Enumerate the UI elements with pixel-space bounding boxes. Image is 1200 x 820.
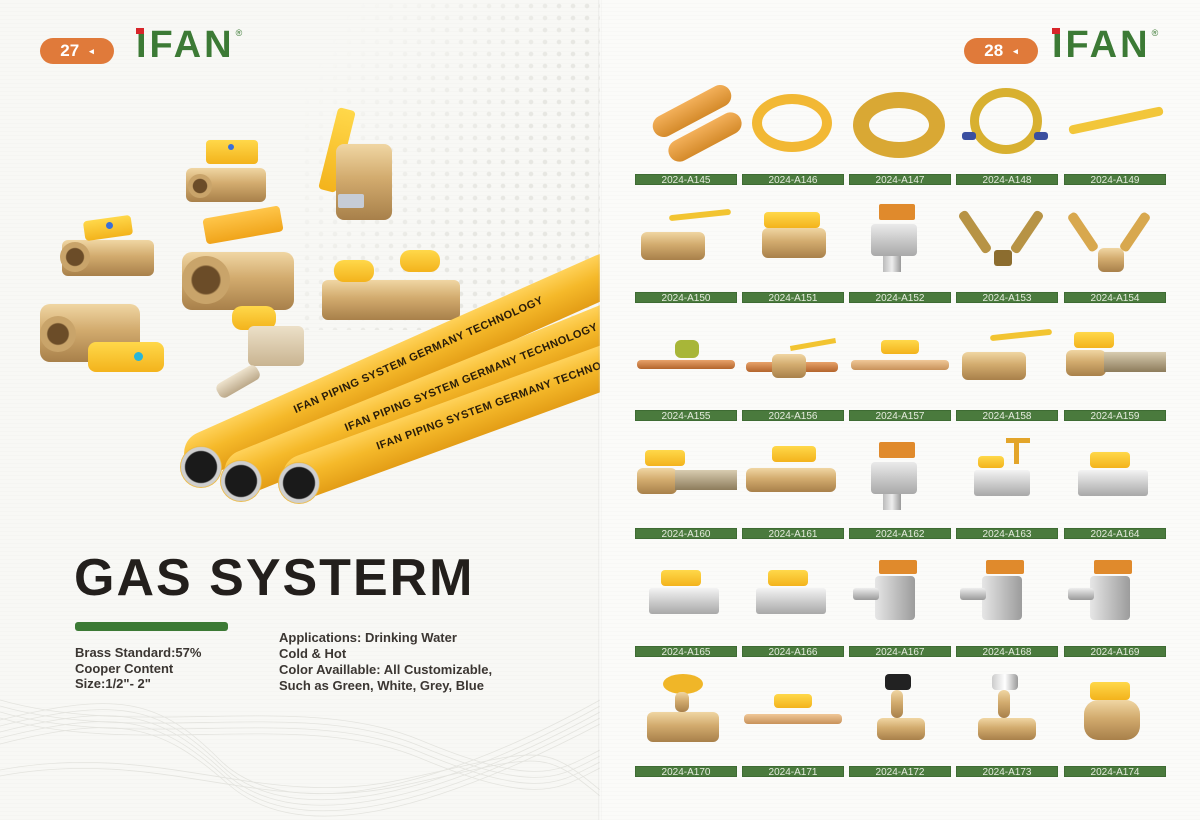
product-image (849, 674, 951, 762)
product-code-label: 2024-A158 (956, 410, 1058, 422)
product-code-label: 2024-A169 (1064, 646, 1166, 658)
product-code-label: 2024-A150 (635, 292, 737, 304)
product-double-butterfly-valve (322, 240, 460, 326)
logo-red-accent (136, 28, 144, 34)
logo-text: IFAN (1052, 24, 1151, 66)
product-code-label: 2024-A173 (956, 766, 1058, 778)
product-code-label: 2024-A155 (635, 410, 737, 422)
color-availability-line: Such as Green, White, Grey, Blue (279, 678, 484, 693)
product-compression-ball-valve (182, 205, 294, 312)
decorative-wave-lines (0, 699, 600, 817)
left-page: 27 ◂ IFAN ® (0, 0, 600, 820)
product-code-label: 2024-A163 (956, 528, 1058, 540)
product-image (849, 556, 951, 644)
product-code-label: 2024-A170 (635, 766, 737, 778)
product-code-label: 2024-A162 (849, 528, 951, 540)
product-image (1064, 82, 1166, 170)
product-image (635, 438, 737, 526)
product-image (849, 82, 951, 170)
product-code-label: 2024-A149 (1064, 174, 1166, 186)
product-image (742, 674, 844, 762)
product-code-label: 2024-A152 (849, 292, 951, 304)
page-number: 28 (984, 41, 1004, 60)
product-image (742, 320, 844, 408)
product-code-label: 2024-A172 (849, 766, 951, 778)
product-image (956, 320, 1058, 408)
ifan-logo: IFAN ® (136, 26, 242, 64)
product-image (1064, 320, 1166, 408)
logo-red-accent (1052, 28, 1060, 34)
product-image (956, 200, 1058, 288)
hero-product-photo: IFAN PIPING SYSTEM GERMANY TECHNOLOGY IF… (0, 0, 600, 520)
color-availability-line: Color Availlable: All Customizable, (279, 662, 493, 677)
logo-text: IFAN (136, 24, 235, 66)
product-code-label: 2024-A147 (849, 174, 951, 186)
product-code-label: 2024-A151 (742, 292, 844, 304)
product-union-gas-valve (40, 286, 164, 382)
product-code-label: 2024-A159 (1064, 410, 1166, 422)
product-code-label: 2024-A165 (635, 646, 737, 658)
product-code-label: 2024-A174 (1064, 766, 1166, 778)
product-code-label: 2024-A171 (742, 766, 844, 778)
title-underline-bar (75, 622, 228, 631)
product-image (849, 438, 951, 526)
product-image (1064, 438, 1166, 526)
product-lever-ball-valve (318, 107, 394, 226)
page-number: 27 (60, 41, 80, 60)
product-code-label: 2024-A156 (742, 410, 844, 422)
page-number-badge: 28 ◂ (964, 38, 1038, 64)
pipe-end-3 (278, 462, 320, 504)
applications-line: Applications: Drinking Water (279, 630, 457, 645)
applications-list: Applications: Drinking Water Cold & Hot … (279, 630, 492, 694)
page-arrow-icon: ◂ (89, 45, 94, 56)
applications-line: Cold & Hot (279, 646, 347, 661)
pipe-end-1 (180, 446, 222, 488)
product-image (849, 320, 951, 408)
spec-brass-standard: Brass Standard:57% (75, 645, 202, 660)
product-image (742, 82, 844, 170)
product-image (635, 320, 737, 408)
page-number-badge: 27 ◂ (40, 38, 114, 64)
product-image (635, 556, 737, 644)
product-code-label: 2024-A148 (956, 174, 1058, 186)
product-code-label: 2024-A168 (956, 646, 1058, 658)
spec-size: Size:1/2"- 2" (75, 676, 151, 691)
product-image (956, 82, 1058, 170)
page-arrow-icon: ◂ (1013, 45, 1018, 56)
product-code-label: 2024-A167 (849, 646, 951, 658)
spec-list: Brass Standard:57% Cooper Content Size:1… (75, 645, 201, 692)
product-image (635, 200, 737, 288)
product-code-label: 2024-A164 (1064, 528, 1166, 540)
ifan-logo: IFAN ® (1052, 26, 1158, 64)
product-code-label: 2024-A145 (635, 174, 737, 186)
product-gas-nozzle-valve (212, 306, 304, 402)
spec-copper-content: Cooper Content (75, 660, 174, 676)
product-image (956, 674, 1058, 762)
product-code-label: 2024-A161 (742, 528, 844, 540)
product-gas-ball-valve-bracket (60, 214, 154, 276)
product-image (635, 674, 737, 762)
product-gas-ball-valve (186, 140, 266, 204)
product-image (742, 200, 844, 288)
product-code-label: 2024-A157 (849, 410, 951, 422)
product-image (1064, 674, 1166, 762)
product-image (635, 81, 746, 170)
product-image (956, 438, 1058, 526)
product-image (849, 200, 951, 288)
product-code-label: 2024-A153 (956, 292, 1058, 304)
product-code-label: 2024-A146 (742, 174, 844, 186)
section-title: GAS SYSTERM (74, 549, 475, 607)
product-image (956, 556, 1058, 644)
product-code-label: 2024-A154 (1064, 292, 1166, 304)
registered-mark: ® (235, 28, 243, 38)
product-image (1064, 556, 1166, 644)
product-code-label: 2024-A160 (635, 528, 737, 540)
product-code-label: 2024-A166 (742, 646, 844, 658)
product-image (742, 556, 844, 644)
registered-mark: ® (1151, 28, 1159, 38)
product-image (742, 438, 844, 526)
pipe-end-2 (220, 460, 262, 502)
product-image (1064, 200, 1166, 288)
page-gutter (598, 0, 602, 820)
